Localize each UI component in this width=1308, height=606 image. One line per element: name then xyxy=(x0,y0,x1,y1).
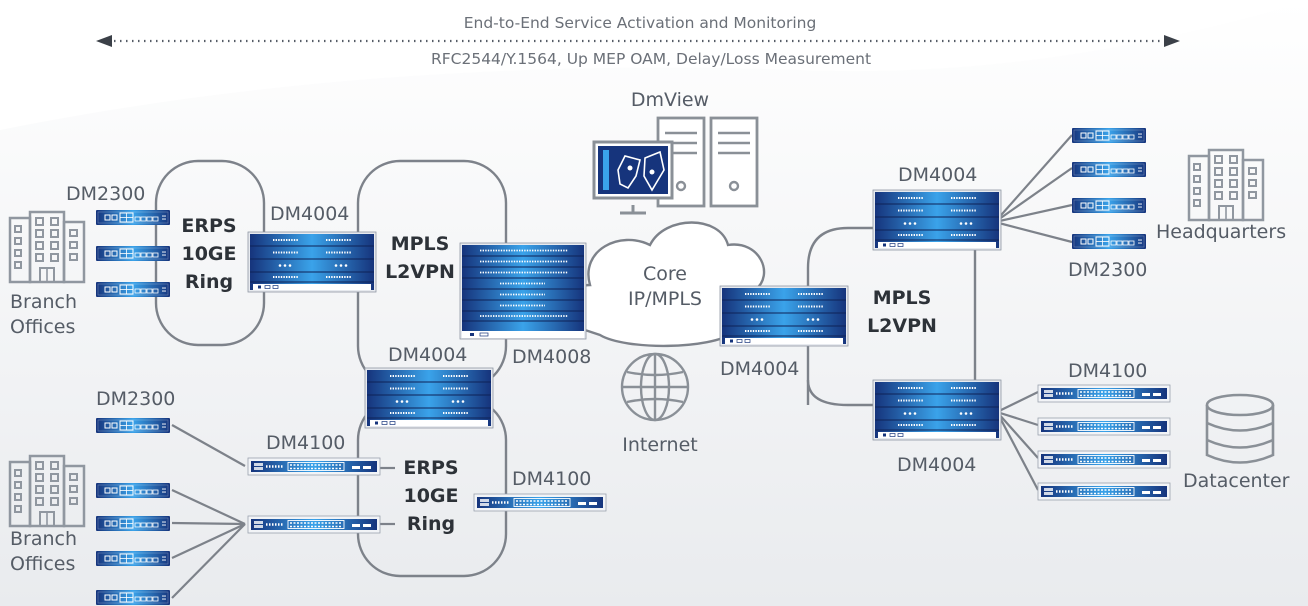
banner-left-arrow-icon xyxy=(96,35,112,47)
dm4100-left-switch-1 xyxy=(246,456,382,477)
mpls-right-line2: L2VPN xyxy=(867,315,937,337)
mpls-left-line2: L2VPN xyxy=(385,261,455,283)
dm2300-switch-2 xyxy=(95,245,171,262)
label-dm4004-left: DM4004 xyxy=(270,203,349,225)
erps-top-line3: Ring xyxy=(185,271,233,293)
label-dm4100-center: DM4100 xyxy=(512,468,591,490)
dm2300-switch-1 xyxy=(95,209,171,226)
label-dm4004-hq: DM4004 xyxy=(898,164,977,186)
banner: End-to-End Service Activation and Monito… xyxy=(96,14,1180,68)
banner-top-text: End-to-End Service Activation and Monito… xyxy=(464,14,817,32)
dmview-monitor-icon xyxy=(592,140,674,215)
site-headquarters: Headquarters xyxy=(1156,221,1286,243)
dm2300-hq-switch-3 xyxy=(1071,197,1147,214)
dm4008-chassis xyxy=(459,242,587,340)
label-dm4004-mid: DM4004 xyxy=(388,344,467,366)
dm4100-right-switch-2 xyxy=(1036,416,1172,437)
dm4004-mid-chassis xyxy=(364,367,494,429)
dm4004-dc-chassis xyxy=(872,379,1002,441)
dm2300-switch-3 xyxy=(95,281,171,298)
label-dm2300-hq: DM2300 xyxy=(1068,259,1147,281)
site-internet: Internet xyxy=(622,434,697,456)
label-dm4100-right: DM4100 xyxy=(1068,360,1147,382)
dm4100-right-switch-3 xyxy=(1036,449,1172,470)
dm2300-bottom-switch-2 xyxy=(95,515,171,532)
dm4004-center-chassis xyxy=(719,285,849,347)
dm4004-left-chassis xyxy=(247,231,377,293)
label-dm4008: DM4008 xyxy=(512,346,591,368)
site-datacenter: Datacenter xyxy=(1183,470,1290,492)
mpls-right-line1: MPLS xyxy=(873,287,932,309)
label-dm2300-top: DM2300 xyxy=(66,183,145,205)
dm4100-center-switch xyxy=(472,492,608,513)
dm4100-right-switch-1 xyxy=(1036,383,1172,404)
erps-bottom-line1: ERPS xyxy=(403,457,458,479)
dm2300-hq-switch-4 xyxy=(1071,233,1147,250)
dm2300-bottom-switch-4 xyxy=(95,589,171,606)
datacenter-database-icon xyxy=(1205,393,1275,464)
dm2300-hq-switch-1 xyxy=(1071,127,1147,144)
dm2300-bottom-switch-3 xyxy=(95,550,171,567)
erps-top-line1: ERPS xyxy=(181,215,236,237)
dmview-server-icon xyxy=(656,116,759,208)
dm4100-right-switch-4 xyxy=(1036,481,1172,502)
cloud-label-line2: IP/MPLS xyxy=(628,288,702,310)
label-dm4004-center: DM4004 xyxy=(720,358,799,380)
mpls-right-link xyxy=(806,379,890,407)
label-dm4004-dc: DM4004 xyxy=(897,454,976,476)
erps-top-line2: 10GE xyxy=(181,243,236,265)
dm2300-bottom-switch-0 xyxy=(95,417,171,434)
label-dm2300-bottom: DM2300 xyxy=(96,388,175,410)
banner-right-arrow-icon xyxy=(1164,35,1180,47)
cloud-label-line1: Core xyxy=(643,263,687,285)
erps-bottom-line3: Ring xyxy=(407,513,455,535)
dm4100-left-switch-2 xyxy=(246,514,382,535)
label-dm4100-left: DM4100 xyxy=(266,432,345,454)
site-branch-top-line2: Offices xyxy=(10,316,75,338)
dm2300-hq-switch-2 xyxy=(1071,161,1147,178)
site-branch-top-line1: Branch xyxy=(10,291,77,313)
dm4004-hq-chassis xyxy=(872,189,1002,251)
label-dmview: DmView xyxy=(631,89,709,111)
banner-bottom-text: RFC2544/Y.1564, Up MEP OAM, Delay/Loss M… xyxy=(431,50,871,68)
erps-bottom-line2: 10GE xyxy=(403,485,458,507)
site-branch-bottom-line2: Offices xyxy=(10,553,75,575)
site-branch-bottom-line1: Branch xyxy=(10,528,77,550)
internet-globe-icon xyxy=(620,352,690,422)
dm2300-bottom-switch-1 xyxy=(95,482,171,499)
fanout-links xyxy=(171,134,1073,599)
mpls-left-line1: MPLS xyxy=(391,233,450,255)
mpls-right-ring xyxy=(806,226,977,405)
